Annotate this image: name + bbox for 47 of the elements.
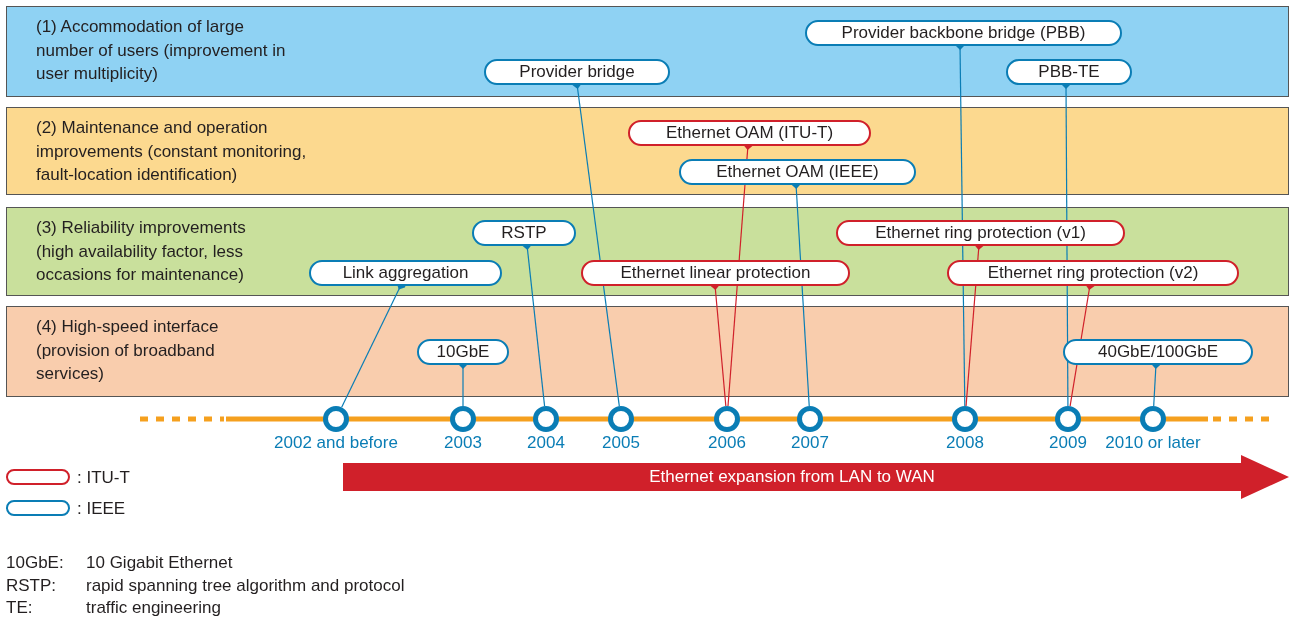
year-marker [1055, 406, 1081, 432]
year-label: 2003 [444, 433, 482, 453]
year-marker [714, 406, 740, 432]
year-label: 2010 or later [1105, 433, 1201, 453]
year-label: 2009 [1049, 433, 1087, 453]
year-label: 2002 and before [274, 433, 398, 453]
abbreviation: 10GbE: [6, 553, 64, 573]
standard-tag: RSTP [472, 220, 576, 246]
band-heading: (3) Reliability improvements (high availability factor, less occasions for maintenance) [36, 217, 247, 286]
standard-tag: Ethernet ring protection (v2) [947, 260, 1239, 286]
category-band [6, 306, 1289, 397]
year-label: 2007 [791, 433, 829, 453]
category-band [6, 107, 1289, 195]
band-heading: (1) Accommodation of large number of users (improvement in user multiplicity) [36, 16, 287, 85]
abbreviation: TE: [6, 598, 33, 618]
year-marker [323, 406, 349, 432]
year-label: 2008 [946, 433, 984, 453]
year-marker [533, 406, 559, 432]
band-heading: (4) High-speed interface (provision of broadband services) [36, 316, 220, 385]
year-marker [608, 406, 634, 432]
standard-tag: Ethernet linear protection [581, 260, 850, 286]
year-label: 2005 [602, 433, 640, 453]
band-heading: (2) Maintenance and operation improvements (constant monitoring, fault-location identification) [36, 117, 308, 186]
standard-tag: 40GbE/100GbE [1063, 339, 1253, 365]
standard-tag: Provider backbone bridge (PBB) [805, 20, 1122, 46]
year-label: 2004 [527, 433, 565, 453]
expansion-arrow: Ethernet expansion from LAN to WAN [343, 455, 1289, 499]
standard-tag: Link aggregation [309, 260, 502, 286]
year-marker [952, 406, 978, 432]
abbreviation: RSTP: [6, 575, 57, 596]
standard-tag: Ethernet OAM (ITU-T) [628, 120, 871, 146]
year-marker [797, 406, 823, 432]
legend-text: : IEEE [77, 499, 126, 519]
year-marker [1140, 406, 1166, 432]
standard-tag: PBB-TE [1006, 59, 1132, 85]
standard-tag: 10GbE [417, 339, 509, 365]
abbreviation-meaning: traffic engineering [86, 598, 221, 618]
year-marker [450, 406, 476, 432]
year-label: 2006 [708, 433, 746, 453]
standard-tag: Provider bridge [484, 59, 670, 85]
abbreviation-meaning: 10 Gigabit Ethernet [86, 553, 233, 573]
legend-text: : ITU-T [77, 468, 130, 488]
standard-tag: Ethernet OAM (IEEE) [679, 159, 916, 185]
standard-tag: Ethernet ring protection (v1) [836, 220, 1125, 246]
abbreviation-meaning: rapid spanning tree algorithm and protocol [86, 575, 405, 596]
category-band [6, 6, 1289, 97]
category-band [6, 207, 1289, 296]
